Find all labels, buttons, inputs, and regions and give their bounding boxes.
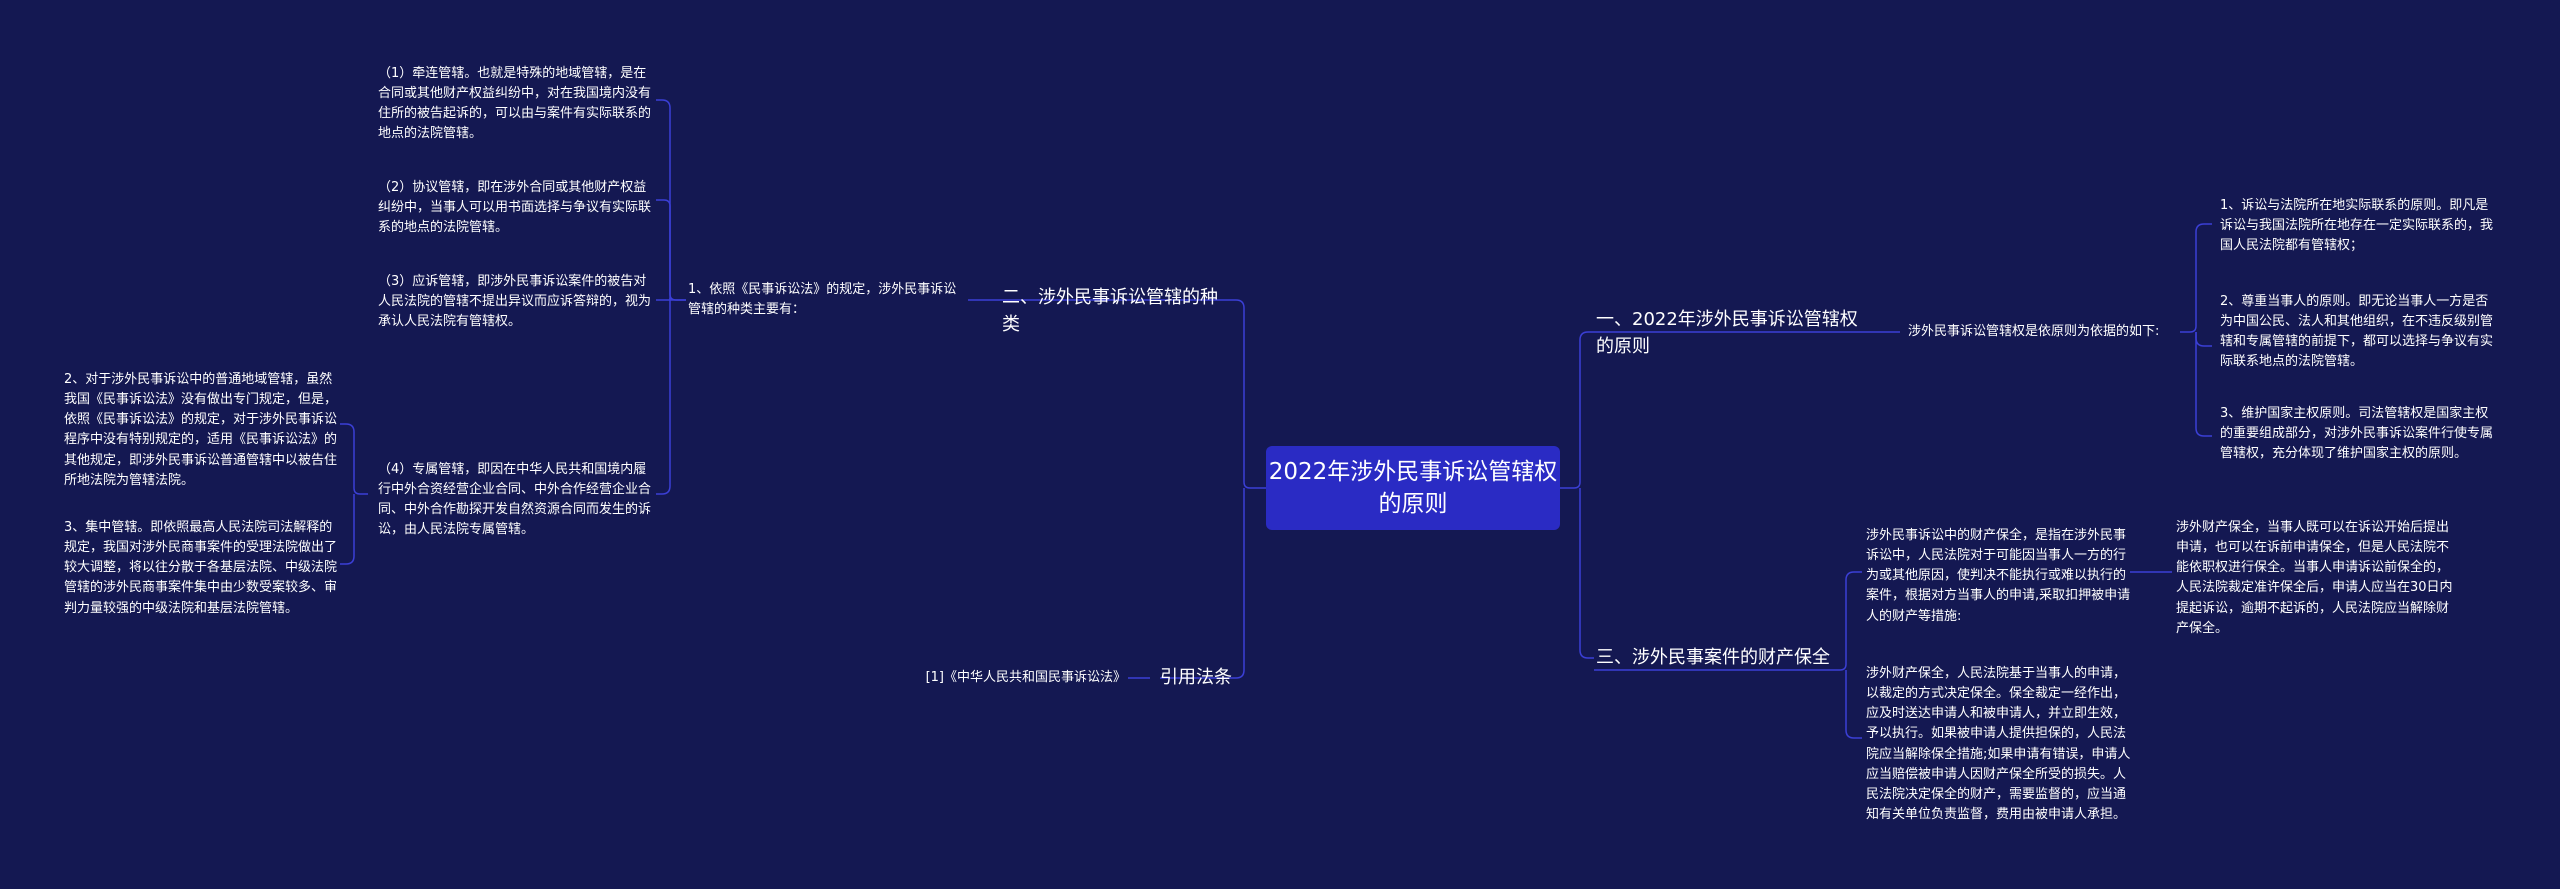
types-item-1[interactable]: （1）牵连管辖。也就是特殊的地域管辖，是在合同或其他财产权益纠纷中，对在我国境内… <box>378 64 654 145</box>
branch-principles-label: 一、2022年涉外民事诉讼管辖权的原则 <box>1596 309 1858 357</box>
root-title: 2022年涉外民事诉讼管辖权的原则 <box>1268 458 1558 517</box>
branch-citation-label: 引用法条 <box>1160 667 1232 688</box>
types-intro-text: 1、依照《民事诉讼法》的规定，涉外民事诉讼管辖的种类主要有： <box>688 282 957 318</box>
types-sub-item-2-text: 2、对于涉外民事诉讼中的普通地域管辖，虽然我国《民事诉讼法》没有做出专门规定，但… <box>64 372 338 488</box>
types-sub-item-3[interactable]: 3、集中管辖。即依照最高人民法院司法解释的规定，我国对涉外民商事案件的受理法院做… <box>64 518 340 619</box>
principles-intro-text: 涉外民事诉讼管辖权是依原则为依据的如下: <box>1908 324 2160 339</box>
principles-item-1-text: 1、诉讼与法院所在地实际联系的原则。即凡是诉讼与我国法院所在地存在一定实际联系的… <box>2220 198 2494 254</box>
branch-preservation-label: 三、涉外民事案件的财产保全 <box>1596 647 1830 668</box>
preservation-intro[interactable]: 涉外民事诉讼中的财产保全，是指在涉外民事诉讼中，人民法院对于可能因当事人一方的行… <box>1866 526 2132 627</box>
principles-item-1[interactable]: 1、诉讼与法院所在地实际联系的原则。即凡是诉讼与我国法院所在地存在一定实际联系的… <box>2220 196 2496 256</box>
types-item-1-text: （1）牵连管辖。也就是特殊的地域管辖，是在合同或其他财产权益纠纷中，对在我国境内… <box>378 66 652 142</box>
preservation-intro-child[interactable]: 涉外财产保全，当事人既可以在诉讼开始后提出申请，也可以在诉前申请保全，但是人民法… <box>2176 518 2458 639</box>
preservation-detail-text: 涉外财产保全，人民法院基于当事人的申请，以裁定的方式决定保全。保全裁定一经作出，… <box>1866 666 2131 822</box>
types-item-3-text: （3）应诉管辖，即涉外民事诉讼案件的被告对人民法院的管辖不提出异议而应诉答辩的，… <box>378 274 652 330</box>
branch-types[interactable]: 二、涉外民事诉讼管辖的种类 <box>1002 284 1234 338</box>
types-item-4[interactable]: （4）专属管辖，即因在中华人民共和国境内履行中外合资经营企业合同、中外合作经营企… <box>378 460 654 541</box>
branch-citation[interactable]: 引用法条 <box>1160 664 1240 691</box>
principles-item-2[interactable]: 2、尊重当事人的原则。即无论当事人一方是否为中国公民、法人和其他组织，在不违反级… <box>2220 292 2496 373</box>
branch-principles[interactable]: 一、2022年涉外民事诉讼管辖权的原则 <box>1596 306 1874 360</box>
preservation-intro-child-text: 涉外财产保全，当事人既可以在诉讼开始后提出申请，也可以在诉前申请保全，但是人民法… <box>2176 520 2453 636</box>
branch-types-label: 二、涉外民事诉讼管辖的种类 <box>1002 287 1218 335</box>
principles-item-2-text: 2、尊重当事人的原则。即无论当事人一方是否为中国公民、法人和其他组织，在不违反级… <box>2220 294 2494 370</box>
types-item-2[interactable]: （2）协议管辖，即在涉外合同或其他财产权益纠纷中，当事人可以用书面选择与争议有实… <box>378 178 654 238</box>
types-sub-item-3-text: 3、集中管辖。即依照最高人民法院司法解释的规定，我国对涉外民商事案件的受理法院做… <box>64 520 338 616</box>
types-sub-item-2[interactable]: 2、对于涉外民事诉讼中的普通地域管辖，虽然我国《民事诉讼法》没有做出专门规定，但… <box>64 370 340 491</box>
types-item-3[interactable]: （3）应诉管辖，即涉外民事诉讼案件的被告对人民法院的管辖不提出异议而应诉答辩的，… <box>378 272 654 332</box>
principles-intro[interactable]: 涉外民事诉讼管辖权是依原则为依据的如下: <box>1908 322 2180 342</box>
preservation-intro-text: 涉外民事诉讼中的财产保全，是指在涉外民事诉讼中，人民法院对于可能因当事人一方的行… <box>1866 528 2131 624</box>
citation-item[interactable]: [1]《中华人民共和国民事诉讼法》 <box>912 668 1126 688</box>
types-intro[interactable]: 1、依照《民事诉讼法》的规定，涉外民事诉讼管辖的种类主要有： <box>688 280 964 320</box>
principles-item-3-text: 3、维护国家主权原则。司法管辖权是国家主权的重要组成部分，对涉外民事诉讼案件行使… <box>2220 406 2494 462</box>
citation-item-text: [1]《中华人民共和国民事诉讼法》 <box>925 670 1126 685</box>
types-item-4-text: （4）专属管辖，即因在中华人民共和国境内履行中外合资经营企业合同、中外合作经营企… <box>378 462 652 538</box>
root-node[interactable]: 2022年涉外民事诉讼管辖权的原则 <box>1266 446 1560 530</box>
principles-item-3[interactable]: 3、维护国家主权原则。司法管辖权是国家主权的重要组成部分，对涉外民事诉讼案件行使… <box>2220 404 2496 464</box>
types-item-2-text: （2）协议管辖，即在涉外合同或其他财产权益纠纷中，当事人可以用书面选择与争议有实… <box>378 180 652 236</box>
branch-preservation[interactable]: 三、涉外民事案件的财产保全 <box>1596 644 1832 671</box>
preservation-detail[interactable]: 涉外财产保全，人民法院基于当事人的申请，以裁定的方式决定保全。保全裁定一经作出，… <box>1866 664 2136 825</box>
